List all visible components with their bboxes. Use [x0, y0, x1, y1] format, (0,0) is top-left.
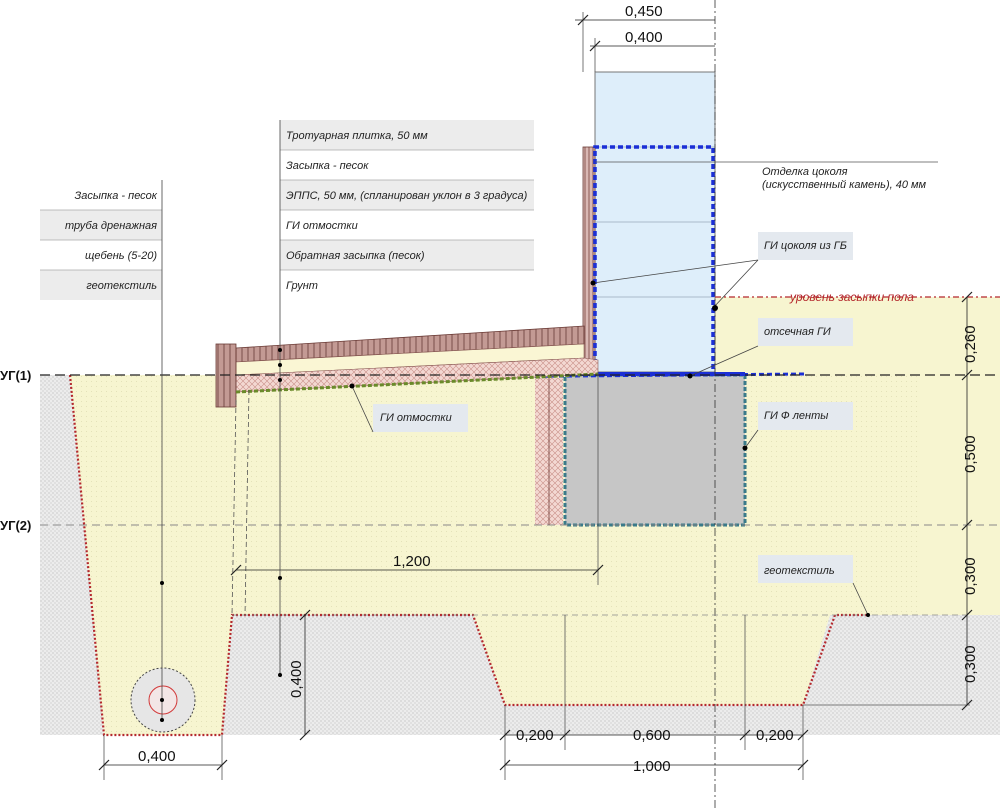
callout-gi-footing: ГИ Ф ленты: [742, 402, 853, 451]
mid-legend-item: ГИ отмостки: [286, 220, 358, 232]
mid-legend-item: Тротуарная плитка, 50 мм: [286, 130, 428, 142]
dim-label: 0,300: [962, 645, 979, 683]
sand-floor-fill: [920, 297, 1000, 615]
gi-otmostka-line: [235, 372, 599, 394]
dim-label: 0,500: [962, 435, 979, 473]
gi-footing-label: ГИ Ф ленты: [764, 410, 828, 422]
dim-label: 1,200: [393, 553, 431, 570]
gi-otmostka-label: ГИ отмостки: [380, 412, 452, 424]
mid-legend-item: Обратная засыпка (песок): [286, 250, 425, 262]
cladding-label-line1: Отделка цоколя: [762, 166, 848, 178]
dim-label: 0,600: [633, 727, 671, 744]
mid-legend-item: Грунт: [286, 280, 318, 292]
level-label-ug1: УГ(1): [0, 368, 31, 383]
plinth-cladding: [582, 146, 596, 373]
left-legend-item: щебень (5-20): [85, 250, 157, 262]
dim-label: 1,000: [633, 758, 671, 775]
callout-cutoff: отсечная ГИ: [687, 318, 853, 379]
gi-gb-label: ГИ цоколя из ГБ: [764, 240, 847, 252]
callout-geotextile: геотекстиль: [758, 555, 870, 617]
dim-label: 0,300: [962, 557, 979, 595]
mid-legend-item: Засыпка - песок: [286, 160, 369, 172]
left-legend-table: Засыпка - песок труба дренажная щебень (…: [40, 180, 164, 722]
left-legend-item: геотекстиль: [86, 280, 157, 292]
dim-label: 0,450: [625, 3, 663, 20]
dim-label: 0,200: [756, 727, 794, 744]
callout-cladding: Отделка цоколя (искусственный камень), 4…: [595, 161, 938, 192]
left-legend-item: труба дренажная: [65, 220, 157, 232]
geotextile-label: геотекстиль: [764, 565, 835, 577]
left-legend-item: Засыпка - песок: [75, 190, 158, 202]
dim-label: 0,260: [962, 325, 979, 363]
cladding-label-line2: (искусственный камень), 40 мм: [762, 179, 927, 191]
callout-gi-gb: ГИ цоколя из ГБ: [590, 232, 853, 311]
dim-label: 0,400: [138, 748, 176, 765]
mid-legend-item: ЭППС, 50 мм, (спланирован уклон в 3 град…: [286, 190, 528, 202]
mid-legend-table: Тротуарная плитка, 50 мм Засыпка - песок…: [278, 120, 534, 677]
dim-label: 0,200: [516, 727, 554, 744]
level-label-ug2: УГ(2): [0, 518, 31, 533]
floor-level-label: уровень засыпки пола: [789, 290, 914, 304]
cutoff-label: отсечная ГИ: [764, 326, 831, 338]
dim-label: 0,400: [625, 29, 663, 46]
dim-label: 0,400: [288, 660, 305, 698]
callout-gi-otmostka: ГИ отмостки: [349, 383, 468, 433]
strip-footing: [563, 373, 747, 527]
